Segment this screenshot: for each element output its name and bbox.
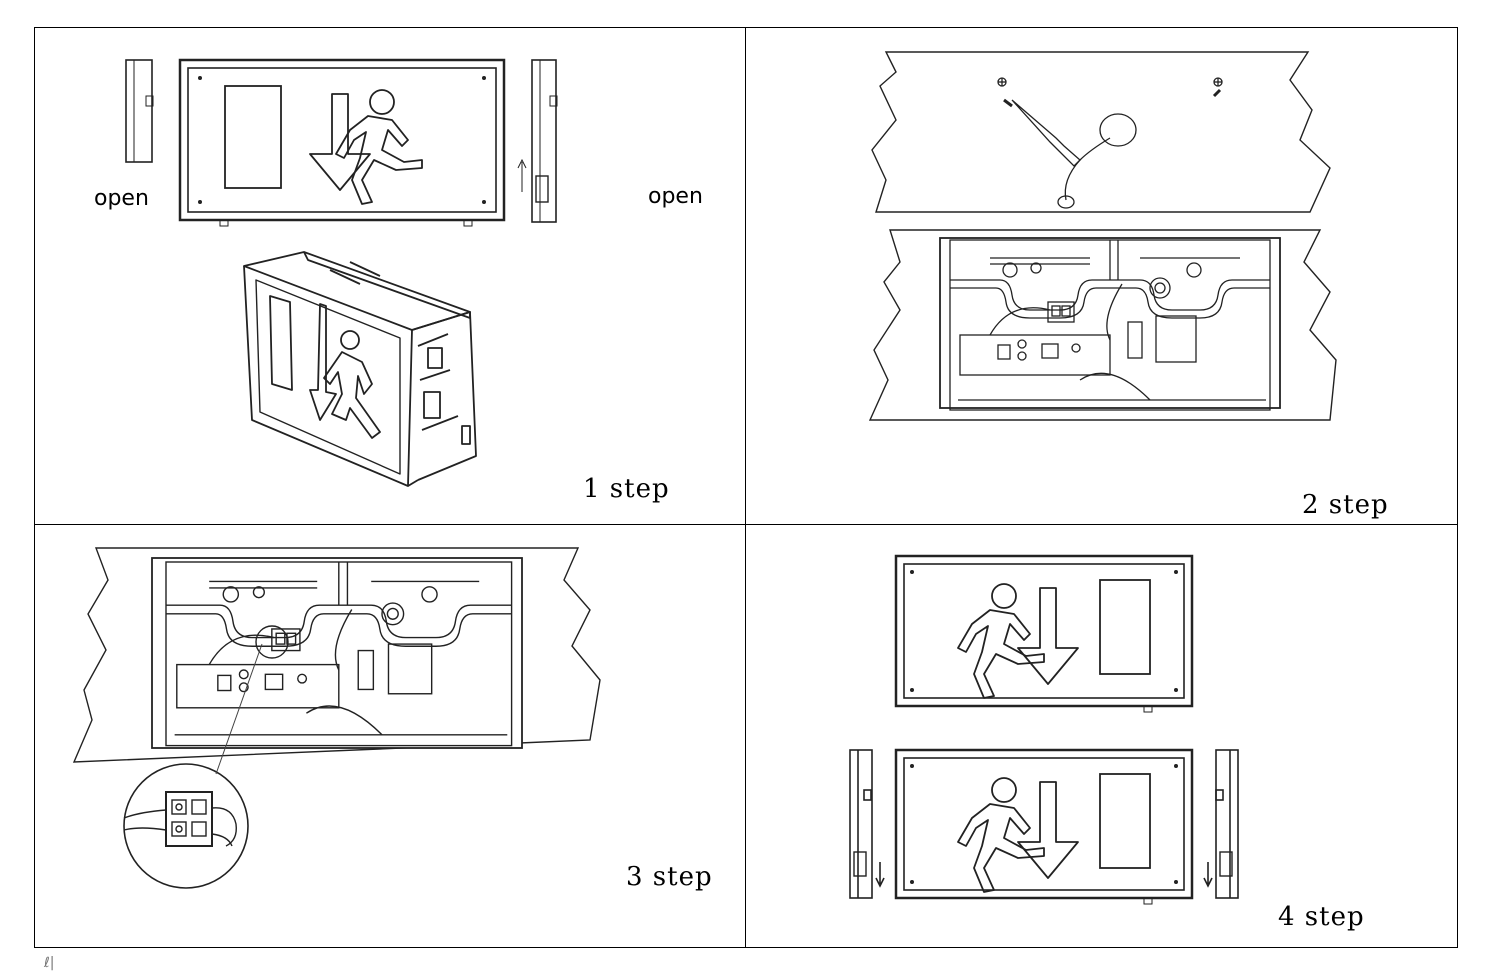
panel-4-drawing xyxy=(849,554,1239,905)
step-3-label: 3 step xyxy=(626,862,713,892)
panel-3-drawing xyxy=(72,547,601,889)
panel-1-drawing xyxy=(125,58,558,487)
grid-divider-horizontal xyxy=(34,524,1458,525)
stray-mark: ℓ| xyxy=(44,955,55,971)
open-label-right: open xyxy=(648,184,703,209)
step-4-label: 4 step xyxy=(1278,902,1365,932)
instruction-grid xyxy=(34,27,1458,948)
grid-divider-vertical xyxy=(745,27,746,948)
step-2-label: 2 step xyxy=(1302,490,1389,520)
open-label-left: open xyxy=(94,186,149,211)
step-1-label: 1 step xyxy=(583,474,670,504)
panel-2-drawing xyxy=(868,51,1337,421)
